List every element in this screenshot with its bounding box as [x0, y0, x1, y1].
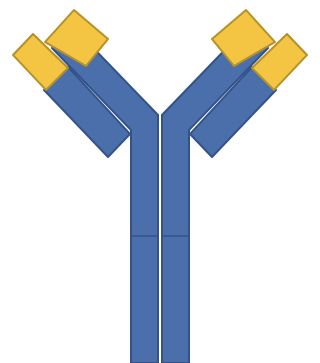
antibody-diagram-canvas	[0, 0, 320, 363]
antibody-diagram	[0, 0, 320, 363]
